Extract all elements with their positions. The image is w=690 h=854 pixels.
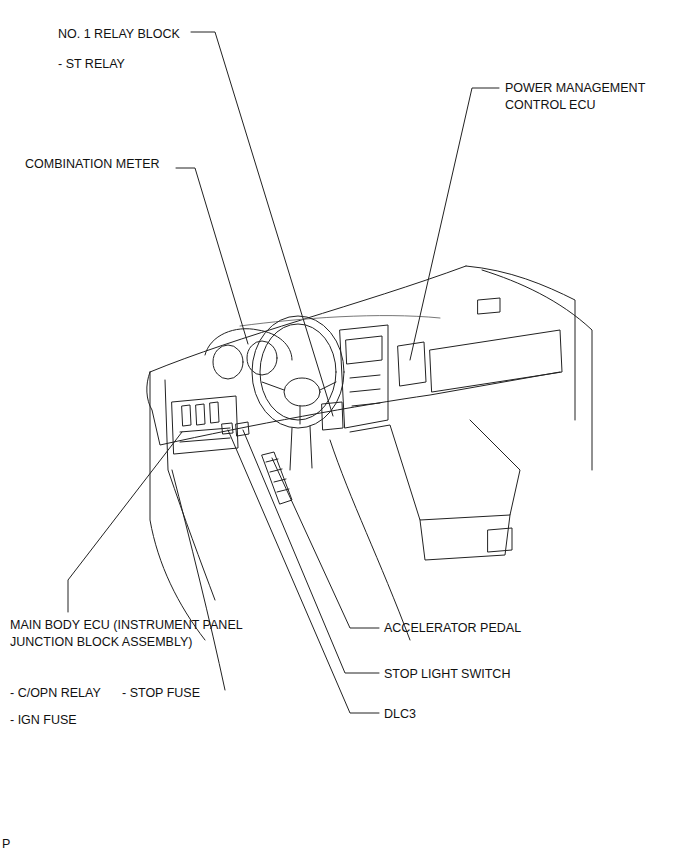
part-label: STOP LIGHT SWITCH [384,666,510,683]
part-label: - ST RELAY [58,56,125,73]
junction-block [172,396,238,454]
dash-lower [147,372,560,445]
rear-vent [488,528,512,552]
floor-line [172,470,225,690]
part-label: ACCELERATOR PEDAL [384,620,521,637]
leader-line [243,430,379,673]
leader-lines [68,32,499,713]
console-box [420,515,510,560]
page-mark: P [2,836,10,853]
console [350,420,520,520]
part-label: POWER MANAGEMENT CONTROL ECU [505,80,675,114]
vent [478,298,500,314]
glovebox [430,330,562,392]
ecu [398,342,426,386]
part-label: COMBINATION METER [25,156,160,173]
column [290,426,312,470]
steering-rim [260,324,336,420]
part-label: - STOP FUSE [122,685,200,702]
relays [182,402,219,426]
part-label: NO. 1 RELAY BLOCK [58,26,180,43]
pedal [262,452,292,504]
display [346,336,382,364]
leader-line [176,168,248,344]
leader-line [68,432,182,612]
part-label: DLC3 [384,706,416,723]
steering-wheel [252,316,344,428]
part-label: - C/OPN RELAY [10,685,101,702]
meter-hood [205,329,292,360]
defroster [240,316,440,326]
part-label: - IGN FUSE [10,712,77,729]
part-label: MAIN BODY ECU (INSTRUMENT PANEL JUNCTION… [10,617,295,651]
stack-buttons [350,375,380,406]
gauge [213,345,243,379]
a-pillar [466,266,575,420]
leader-line [410,88,499,360]
center-stack [340,325,388,428]
dash-top [150,266,466,372]
leader-line [228,430,379,713]
roof-edge [482,270,592,470]
stop-light-switch [236,422,249,436]
dlc3 [222,423,233,434]
leader-line [272,458,379,628]
steering-hub [284,378,320,406]
